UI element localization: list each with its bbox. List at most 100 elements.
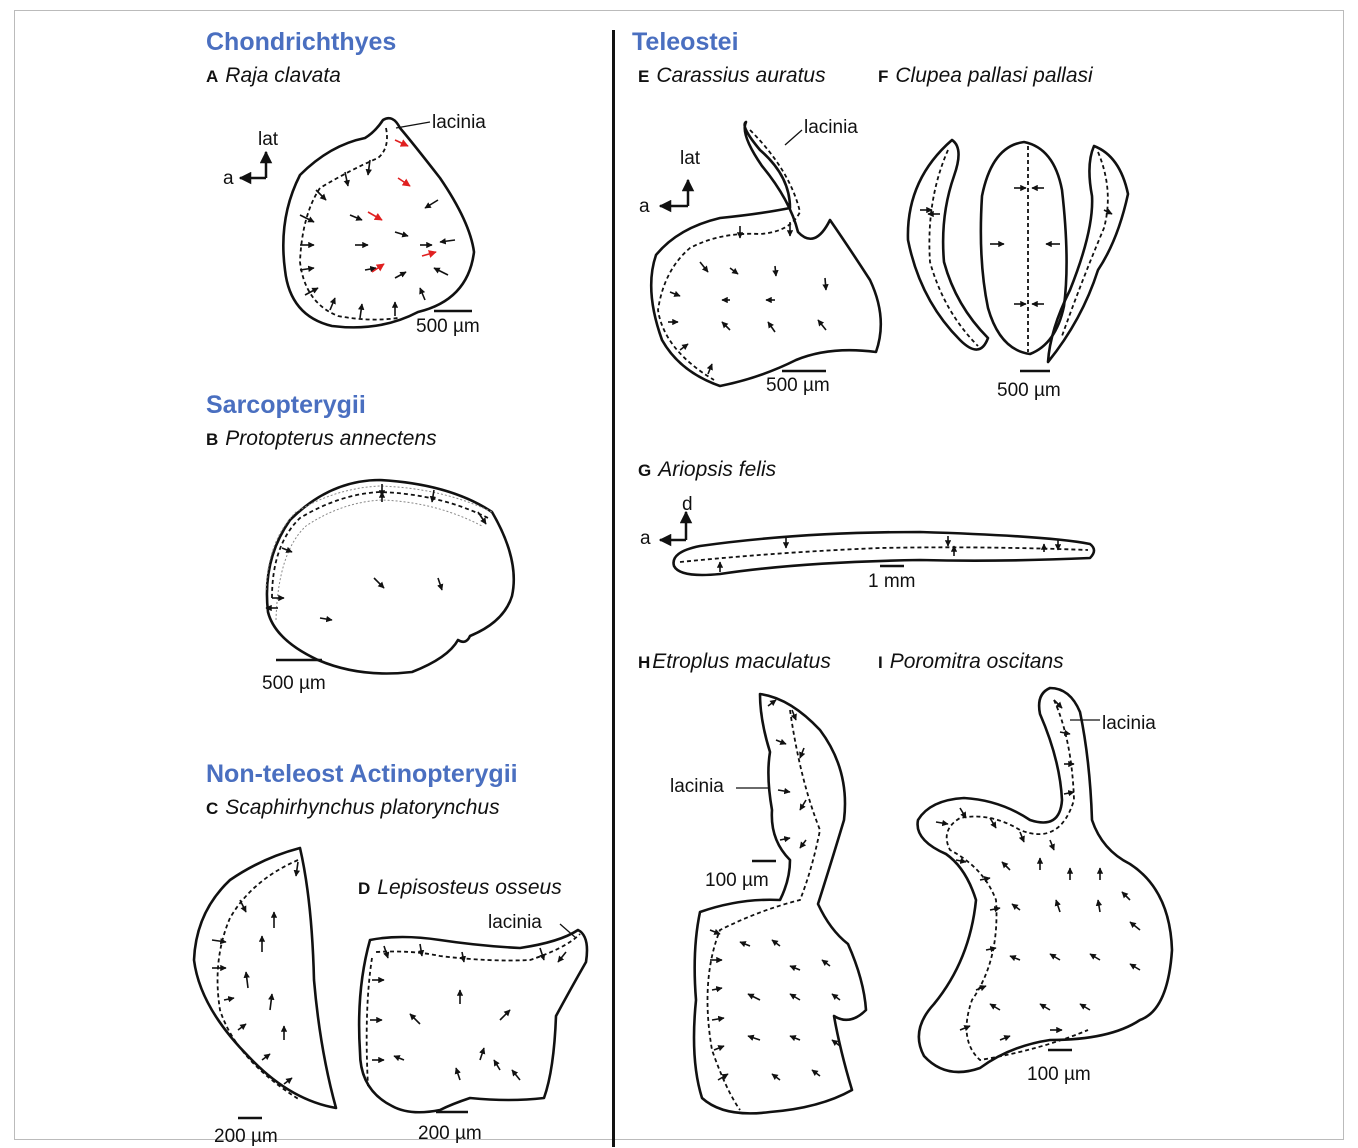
growth-arrow [936,822,948,824]
growth-arrow [776,740,786,744]
growth-arrow [775,266,776,276]
growth-arrow [478,512,486,524]
growth-arrow [282,548,292,552]
growth-direction-arrows [212,140,1140,1084]
highlight-growth-arrow [398,178,410,186]
growth-arrow [1056,900,1060,912]
highlight-growth-arrow [395,140,408,146]
growth-arrow [800,748,804,758]
growth-arrow [432,490,434,502]
growth-arrow [1020,832,1024,842]
growth-arrow [780,838,790,840]
growth-arrow [712,1018,724,1020]
growth-arrow [986,948,996,950]
growth-arrow [394,1056,404,1060]
growth-arrow [790,966,800,970]
growth-arrow [714,1046,724,1050]
otolith-g [674,532,1094,575]
growth-arrow [818,320,826,330]
growth-arrow [500,1010,510,1020]
growth-arrow [990,1004,1000,1010]
growth-arrow [420,944,422,956]
growth-arrow [494,1060,500,1070]
growth-arrow [558,952,566,962]
growth-arrow [1130,964,1140,970]
growth-arrow [395,272,406,278]
growth-arrow [976,986,986,990]
growth-arrow [246,972,248,988]
otolith-h [694,694,866,1113]
growth-arrow [238,1024,246,1030]
growth-arrow [778,790,790,792]
growth-arrow [330,298,335,310]
growth-arrow [284,1078,292,1084]
growth-arrow [772,940,780,946]
highlight-growth-arrow [368,212,382,220]
growth-arrow [980,878,990,880]
growth-arrow [410,1014,420,1024]
growth-arrow [540,948,544,960]
growth-arrow [990,908,1000,910]
growth-arrow [812,1070,820,1076]
growth-arrow [1080,1004,1090,1010]
highlight-growth-arrow [422,252,436,256]
growth-arrow [792,710,796,720]
growth-arrow [434,268,448,275]
growth-arrow [316,190,326,200]
orientation-arrows-a [240,152,266,178]
growth-arrow [395,232,408,236]
growth-arrow [680,344,688,350]
growth-arrow [832,994,840,1000]
growth-arrow [1064,792,1074,794]
growth-arrow [708,364,712,374]
growth-arrow [960,808,966,818]
growth-arrow [800,800,806,810]
growth-arrow [1098,900,1100,912]
growth-arrow [1012,904,1020,910]
growth-arrow [670,292,680,296]
growth-arrow [1130,922,1140,930]
growth-arrow [1060,732,1070,734]
growth-arrow [456,1068,460,1080]
growth-arrow [960,1026,970,1030]
growth-arrow [300,268,314,270]
growth-arrow [1002,862,1010,870]
otolith-c [194,848,336,1108]
growth-arrow [1010,956,1020,960]
growth-arrow [740,942,750,946]
growth-arrow [722,322,730,330]
growth-arrow [480,1048,484,1060]
growth-arrow [772,1074,780,1080]
growth-arrow [1054,700,1062,708]
growth-arrow [1090,954,1100,960]
growth-arrow [262,1054,270,1060]
growth-arrow [956,860,966,862]
growth-arrow [790,1036,800,1040]
growth-arrow [790,994,800,1000]
growth-arrow [1040,1004,1050,1010]
orientation-arrows-g [660,512,686,540]
growth-arrow [1000,1036,1010,1040]
otolith-f [908,140,1128,362]
growth-arrow [438,578,442,590]
growth-arrow [822,960,830,966]
growth-arrow [748,994,760,1000]
growth-arrow [350,215,362,220]
orientation-arrows-e [660,180,688,206]
growth-arrow [748,1036,760,1040]
growth-arrow [800,840,806,848]
growth-arrow [462,952,464,962]
growth-arrow [700,262,708,272]
growth-arrow [512,1070,520,1080]
growth-arrow [440,240,455,242]
growth-arrow [345,172,348,186]
growth-arrow [730,268,738,274]
growth-arrow [768,322,775,332]
growth-arrow [712,988,722,990]
growth-arrow [212,940,226,942]
growth-arrow [425,200,438,208]
growth-arrow [768,700,776,706]
growth-arrow [1050,840,1054,850]
growth-arrow [320,618,332,620]
growth-arrow [1050,954,1060,960]
